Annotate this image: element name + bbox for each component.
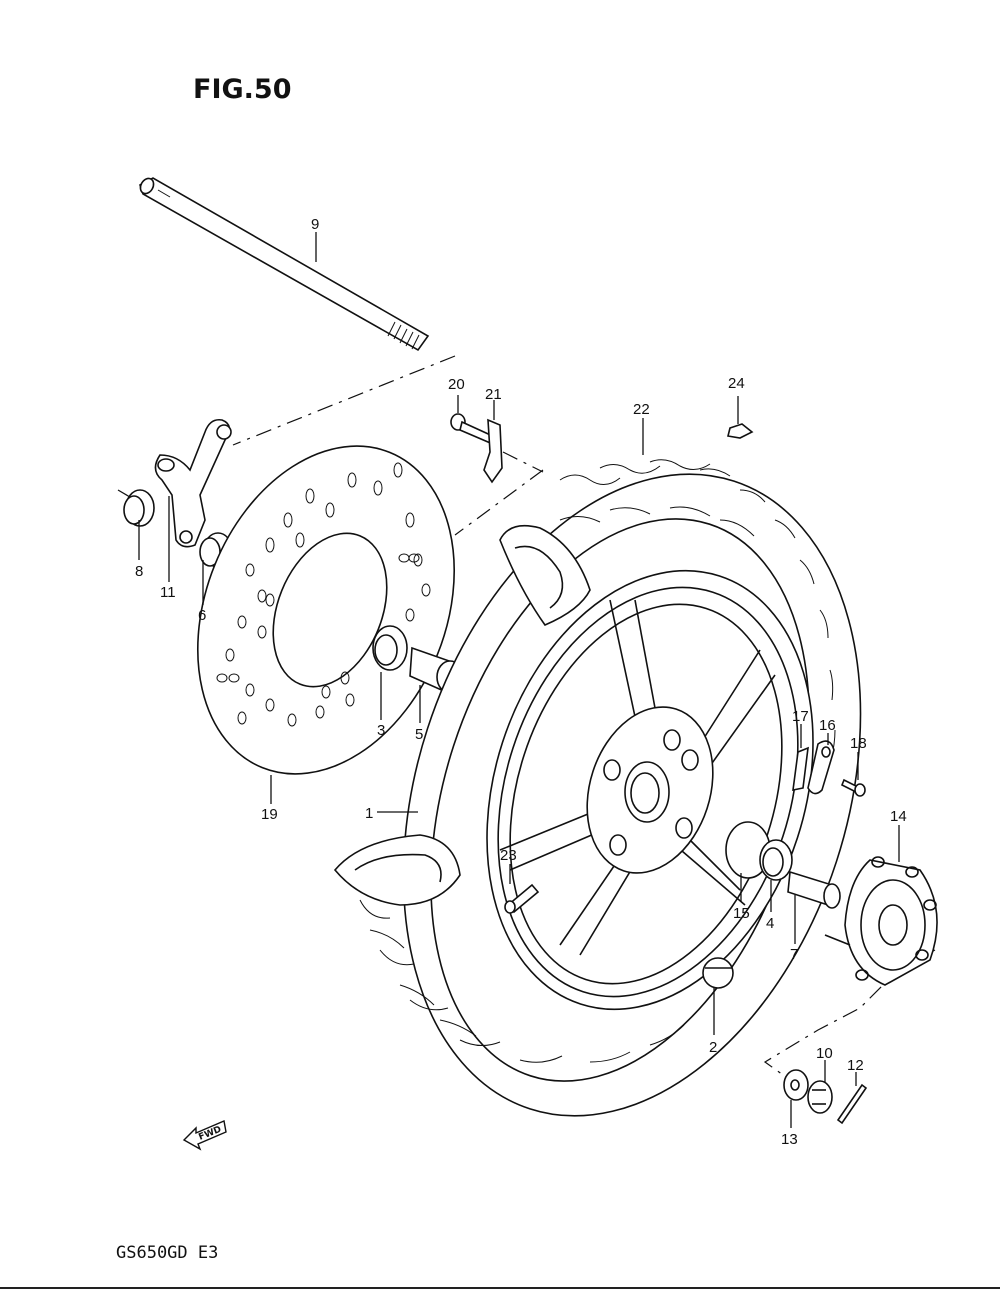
model-code: GS650GD E3 [116,1243,219,1263]
tread-pattern [359,459,836,1063]
tire-cutaway-bottom [333,834,461,906]
brake-disc [197,445,455,775]
callout-23: 23 [500,847,517,864]
callout-13: 13 [781,1131,798,1148]
forward-arrow-icon: FWD [182,1120,227,1151]
callout-4: 4 [766,915,774,932]
callout-11: 11 [160,584,176,601]
callout-12: 12 [847,1057,864,1074]
bearing-3 [372,625,408,671]
sprocket-mounting-drum-14 [824,856,938,986]
figure-title: FIG.50 [193,74,292,105]
cotter-pin-12 [836,1083,868,1125]
callout-14: 14 [890,808,907,825]
callout-21: 21 [485,386,502,403]
callout-1: 1 [365,805,373,822]
tire-cutaway-top [499,524,591,626]
callout-5: 5 [415,726,423,743]
callout-22: 22 [633,401,650,418]
leader-lines [138,232,900,1128]
spacer-7 [787,870,841,909]
tire-valve-23 [504,883,540,914]
fwd-label: FWD [197,1125,223,1143]
washer-16 [807,740,835,795]
washer-13 [783,1069,809,1101]
bearing-4 [759,839,793,881]
bolt-20 [450,413,498,447]
callout-6: 6 [198,607,206,624]
castle-nut-10 [807,1080,833,1114]
collar-8 [123,489,155,527]
callout-19: 19 [261,806,278,823]
wheel-hub [586,706,714,874]
callout-3: 3 [377,722,385,739]
balancer-24 [727,423,754,439]
stopper-plate-17 [792,746,809,792]
rear-axle [139,177,430,352]
callout-9: 9 [311,216,319,233]
callout-16: 16 [819,717,836,734]
callout-numbers: 1 2 3 4 5 6 7 8 9 10 11 12 13 14 15 16 1… [135,216,907,1148]
callout-7: 7 [790,946,798,963]
bolt-18 [840,778,866,797]
callout-10: 10 [816,1045,833,1062]
page-bottom-rule [0,1287,1000,1289]
torque-arm [154,418,232,548]
callout-24: 24 [728,375,745,392]
callout-20: 20 [448,376,465,393]
callout-2: 2 [709,1039,717,1056]
callout-15: 15 [733,905,750,922]
disc-holes [216,462,431,727]
callout-18: 18 [850,735,867,752]
stopper-21 [483,418,503,484]
callout-8: 8 [135,563,143,580]
nut-2 [702,957,734,989]
callout-17: 17 [792,708,809,725]
